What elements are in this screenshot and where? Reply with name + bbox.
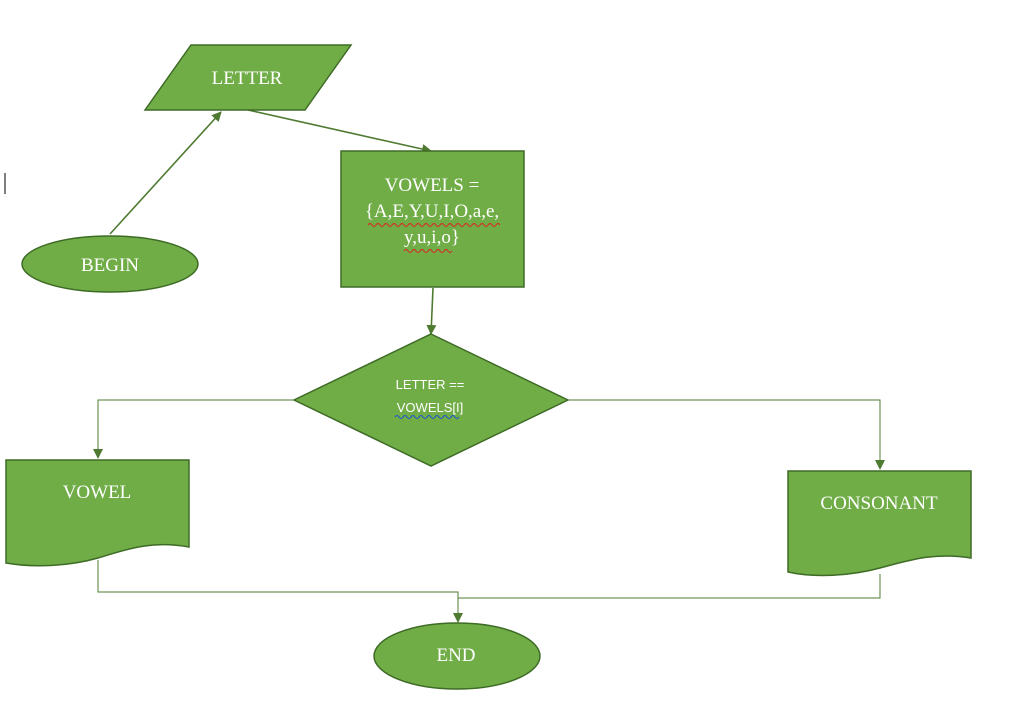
process-rect-shape <box>340 150 525 288</box>
document-shape <box>5 459 190 567</box>
node-vowel[interactable]: VOWEL <box>5 459 190 567</box>
edge-letter-to-vowels <box>247 109 432 154</box>
diamond-shape <box>292 333 570 467</box>
node-vowels-definition[interactable]: VOWELS = {A,E,Y,U,I,O,a,e, y,u,i,o} <box>340 150 525 288</box>
grammar-underline <box>394 415 460 419</box>
edge-decision-to-consonant <box>568 399 885 470</box>
node-consonant[interactable]: CONSONANT <box>787 470 972 577</box>
vowels-label-line-3: y,u,i,o} <box>404 227 460 248</box>
node-begin[interactable]: BEGIN <box>21 235 199 293</box>
decision-label-line-2: VOWELS[I] <box>397 400 463 415</box>
edge-begin-to-letter <box>109 111 222 235</box>
edge-consonant-to-end <box>458 574 881 599</box>
edge-decision-to-vowel <box>93 399 294 459</box>
parallelogram-shape <box>143 44 353 111</box>
vowels-label-line-1: VOWELS = <box>385 175 480 196</box>
consonant-label: CONSONANT <box>820 493 938 514</box>
spellcheck-underline <box>403 249 453 253</box>
vowels-label-line-2: {A,E,Y,U,I,O,a,e, <box>365 201 499 222</box>
letter-label: LETTER <box>212 68 283 89</box>
decision-label-line-1: LETTER == <box>396 377 465 392</box>
ellipse-shape <box>373 622 541 690</box>
node-end[interactable]: END <box>373 622 541 690</box>
edge-vowel-to-end <box>97 560 463 623</box>
vowel-label: VOWEL <box>63 482 132 503</box>
end-label: END <box>436 645 475 666</box>
node-decision[interactable]: LETTER == VOWELS[I] <box>292 333 570 467</box>
ellipse-shape <box>21 235 199 293</box>
document-shape <box>787 470 972 577</box>
edge-vowels-to-decision <box>426 287 437 335</box>
spellcheck-underline <box>367 223 501 227</box>
begin-label: BEGIN <box>81 255 139 276</box>
node-letter[interactable]: LETTER <box>143 44 353 111</box>
